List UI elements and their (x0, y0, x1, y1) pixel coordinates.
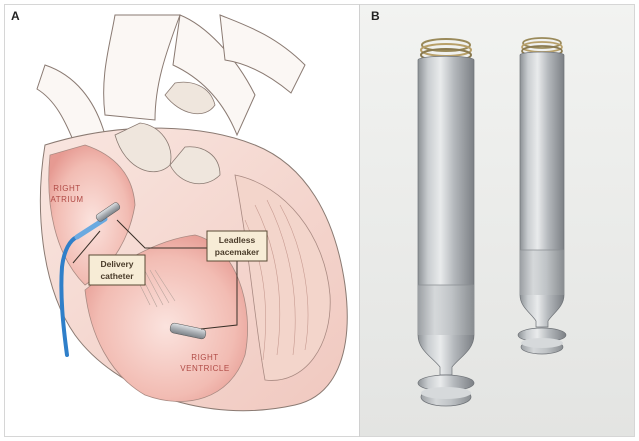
photo-background (360, 5, 634, 436)
muscle-striations (244, 199, 309, 361)
heart-illustration: RIGHT ATRIUM RIGHT VENTRICLE Delivery ca… (36, 14, 348, 412)
delivery-catheter-label-2: catheter (100, 271, 134, 281)
panel-divider (359, 4, 360, 437)
right-ventricle-label-1: RIGHT (191, 353, 218, 362)
pacemaker-implanted (169, 322, 207, 340)
leadless-pacemaker-device-icon (517, 37, 567, 355)
leadless-pacemaker-label-1: Leadless (219, 235, 256, 245)
right-atrium-label-1: RIGHT (53, 184, 80, 193)
right-atrium-chamber (48, 144, 136, 286)
pacemaker-photo (360, 5, 634, 436)
panel-b-label: B (371, 9, 380, 23)
leadless-pacemaker-device-icon (417, 38, 475, 407)
great-vessels (36, 14, 306, 146)
leadless-pacemaker-label-box (206, 230, 268, 262)
panel-a-label: A (11, 9, 20, 23)
leader-lines (72, 219, 238, 330)
panel-a: A (5, 5, 359, 436)
leadless-pacemaker-label-2: pacemaker (215, 247, 260, 257)
right-atrium-label-2: ATRIUM (50, 195, 83, 204)
valves (114, 81, 221, 184)
delivery-catheter (59, 235, 79, 357)
catheter-tip (74, 216, 108, 240)
left-ventricle-wall (234, 174, 331, 381)
delivery-catheter-label-box (88, 254, 146, 286)
panel-b: B (360, 5, 634, 436)
pacemaker-in-catheter (95, 202, 121, 222)
right-ventricle-label-2: VENTRICLE (180, 364, 229, 373)
delivery-catheter-label-1: Delivery (100, 259, 133, 269)
